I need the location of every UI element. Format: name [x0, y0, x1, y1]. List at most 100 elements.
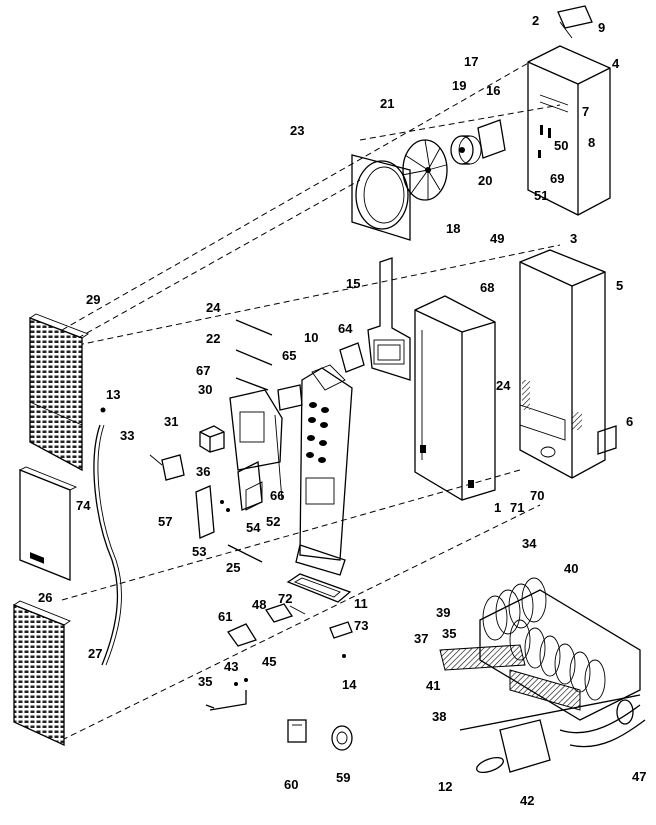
part-label-24: 24	[206, 300, 221, 315]
part-label-21: 21	[380, 96, 394, 111]
plate-57	[195, 485, 215, 539]
part-label-60: 60	[284, 777, 298, 792]
part-label-11: 11	[354, 596, 368, 611]
part-label-16: 16	[486, 83, 500, 98]
burner-window	[229, 389, 283, 501]
part-73	[329, 621, 353, 639]
rod-24	[235, 319, 273, 336]
part-label-25: 25	[226, 560, 240, 575]
burner-assembly	[439, 577, 646, 774]
part-label-35: 35	[198, 674, 212, 689]
part-label-10: 10	[304, 330, 318, 345]
part-label-1: 1	[494, 500, 501, 515]
inner-chamber	[414, 295, 496, 501]
flex-tube	[93, 424, 119, 666]
part-label-49: 49	[490, 231, 504, 246]
part-label-13: 13	[106, 387, 120, 402]
part-label-40: 40	[564, 561, 578, 576]
part-label-20: 20	[478, 173, 492, 188]
part-label-42: 42	[520, 793, 534, 808]
part-label-34: 34	[522, 536, 537, 551]
part-label-71: 71	[510, 500, 524, 515]
part-label-43: 43	[224, 659, 238, 674]
frame-11	[286, 573, 352, 603]
part-61	[227, 623, 257, 647]
part-label-4: 4	[612, 56, 620, 71]
part-label-59: 59	[336, 770, 350, 785]
part-label-26: 26	[38, 590, 52, 605]
fan-blade	[401, 139, 448, 201]
rod-25	[227, 544, 263, 563]
part-label-31: 31	[164, 414, 178, 429]
top-grille-panel	[29, 313, 89, 472]
part-label-19: 19	[452, 78, 466, 93]
part-label-73: 73	[354, 618, 368, 633]
wire-35	[205, 690, 247, 711]
part-label-29: 29	[86, 292, 100, 307]
part-60	[287, 719, 307, 743]
part-label-72: 72	[278, 591, 292, 606]
part-label-53: 53	[192, 544, 206, 559]
part-label-6: 6	[626, 414, 633, 429]
rod-22	[235, 349, 273, 366]
part-label-2: 2	[532, 13, 539, 28]
part-label-41: 41	[426, 678, 440, 693]
side-plate	[597, 425, 617, 455]
part-label-74: 74	[76, 498, 91, 513]
part-label-66: 66	[270, 488, 284, 503]
lower-cabinet	[519, 249, 606, 479]
part-label-8: 8	[588, 135, 595, 150]
fan-housing	[351, 154, 411, 241]
part-label-35: 35	[442, 626, 456, 641]
part-label-18: 18	[446, 221, 460, 236]
part-label-67: 67	[196, 363, 210, 378]
part-label-27: 27	[88, 646, 102, 661]
part-label-64: 64	[338, 321, 353, 336]
front-plate	[18, 466, 78, 581]
part-label-3: 3	[570, 231, 577, 246]
part-label-5: 5	[616, 278, 623, 293]
part-label-47: 47	[632, 769, 646, 784]
part-48	[264, 603, 294, 623]
part-label-65: 65	[282, 348, 296, 363]
part-label-30: 30	[198, 382, 212, 397]
part-label-9: 9	[598, 20, 605, 35]
part-label-24: 24	[496, 378, 511, 393]
part-label-15: 15	[346, 276, 360, 291]
control-box	[199, 425, 225, 453]
part-label-48: 48	[252, 597, 266, 612]
part-label-68: 68	[480, 280, 494, 295]
top-plate	[557, 5, 593, 29]
center-panel	[295, 364, 353, 576]
nut-59	[331, 725, 353, 751]
part-label-7: 7	[582, 104, 589, 119]
screw-13	[100, 407, 106, 413]
fan-motor	[450, 135, 482, 165]
part-label-51: 51	[534, 188, 548, 203]
rod-67	[235, 377, 269, 391]
part-label-50: 50	[554, 138, 568, 153]
part-label-45: 45	[262, 654, 276, 669]
part-label-61: 61	[218, 609, 232, 624]
valve-33	[161, 454, 185, 481]
part-label-17: 17	[464, 54, 478, 69]
part-label-14: 14	[342, 677, 357, 692]
part-label-70: 70	[530, 488, 544, 503]
part-label-23: 23	[290, 123, 304, 138]
part-label-57: 57	[158, 514, 172, 529]
part-label-69: 69	[550, 171, 564, 186]
part-label-33: 33	[120, 428, 134, 443]
motor-bracket	[477, 119, 506, 159]
assembly-guide-lines	[61, 61, 561, 741]
screw-53	[226, 508, 230, 512]
part-label-12: 12	[438, 779, 452, 794]
part-label-22: 22	[206, 331, 220, 346]
plate-65	[277, 384, 303, 411]
screw-36	[220, 500, 224, 504]
part-label-37: 37	[414, 631, 428, 646]
plate-64	[339, 342, 365, 373]
flex-tube-edge	[97, 424, 122, 666]
top-cabinet	[527, 45, 611, 216]
